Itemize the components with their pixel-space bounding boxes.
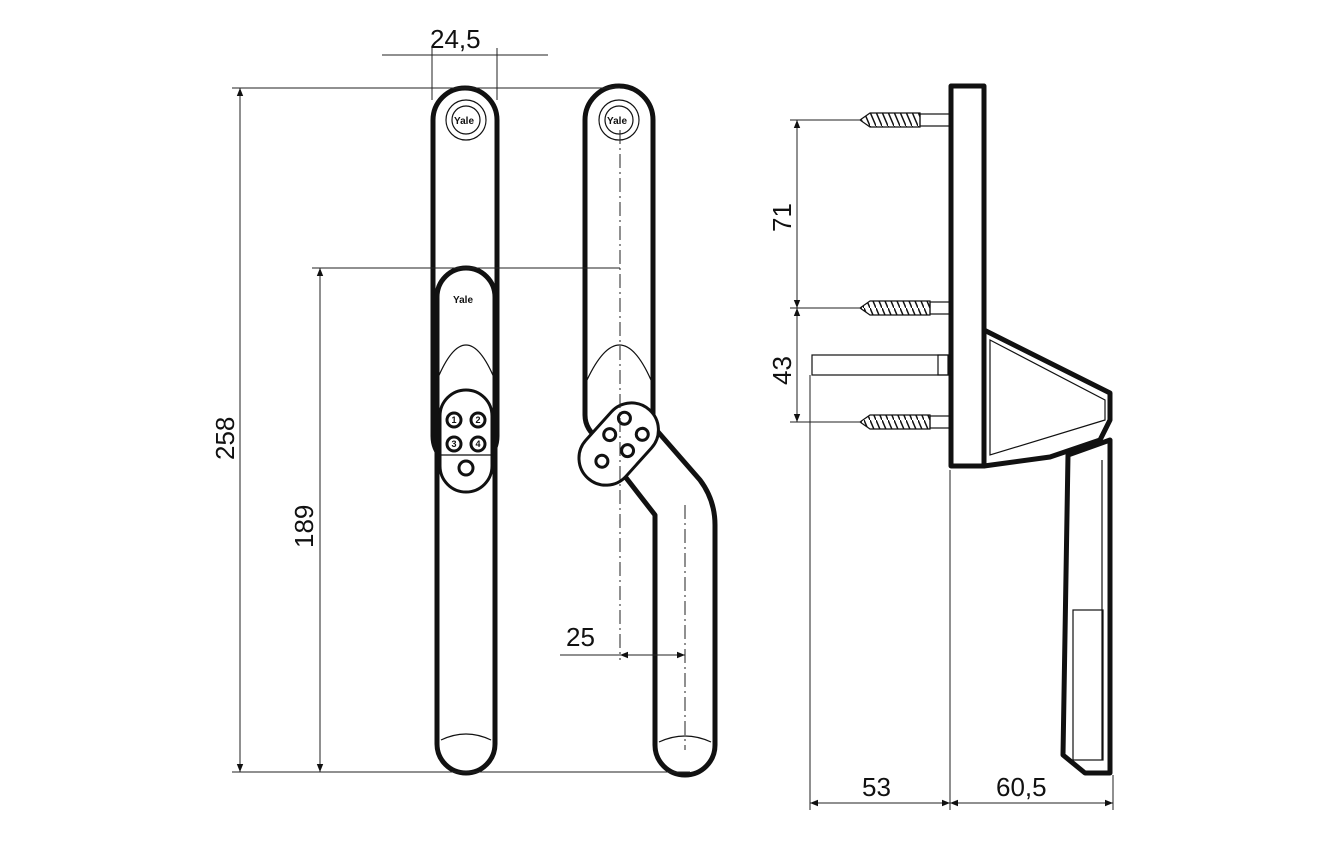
keypad-rotated xyxy=(577,401,660,487)
svg-text:43: 43 xyxy=(767,356,797,385)
svg-text:24,5: 24,5 xyxy=(430,24,481,54)
svg-text:1: 1 xyxy=(451,415,456,425)
dimension-depth: 53 60,5 xyxy=(809,375,1114,810)
svg-text:53: 53 xyxy=(862,772,891,802)
logo-text: Yale xyxy=(454,116,474,127)
svg-text:4: 4 xyxy=(475,439,480,449)
svg-text:189: 189 xyxy=(289,505,319,548)
screw xyxy=(858,300,951,316)
keypad: 1 2 3 4 xyxy=(445,411,487,477)
handle-opened-view: Yale xyxy=(577,83,718,778)
handle-front-view: Yale Yale 1 2 3 4 xyxy=(430,85,500,776)
svg-text:2: 2 xyxy=(475,415,480,425)
dimension-top-width: 24,5 xyxy=(382,24,548,100)
dimension-screw-spacing: 71 43 xyxy=(767,119,862,423)
dimension-offset: 25 xyxy=(560,622,685,659)
handle-side-view xyxy=(811,83,1113,776)
svg-text:71: 71 xyxy=(767,203,797,232)
screw xyxy=(858,414,951,430)
screw xyxy=(858,112,951,128)
logo-text: Yale xyxy=(607,116,627,127)
screws xyxy=(858,112,951,430)
dimension-lower-height: 189 xyxy=(289,267,620,772)
svg-text:258: 258 xyxy=(210,417,240,460)
dimension-total-height: 258 xyxy=(210,87,690,773)
logo-text: Yale xyxy=(453,295,473,306)
lock-key-icon xyxy=(457,459,475,477)
svg-text:60,5: 60,5 xyxy=(996,772,1047,802)
svg-text:3: 3 xyxy=(451,439,456,449)
svg-text:25: 25 xyxy=(566,622,595,652)
